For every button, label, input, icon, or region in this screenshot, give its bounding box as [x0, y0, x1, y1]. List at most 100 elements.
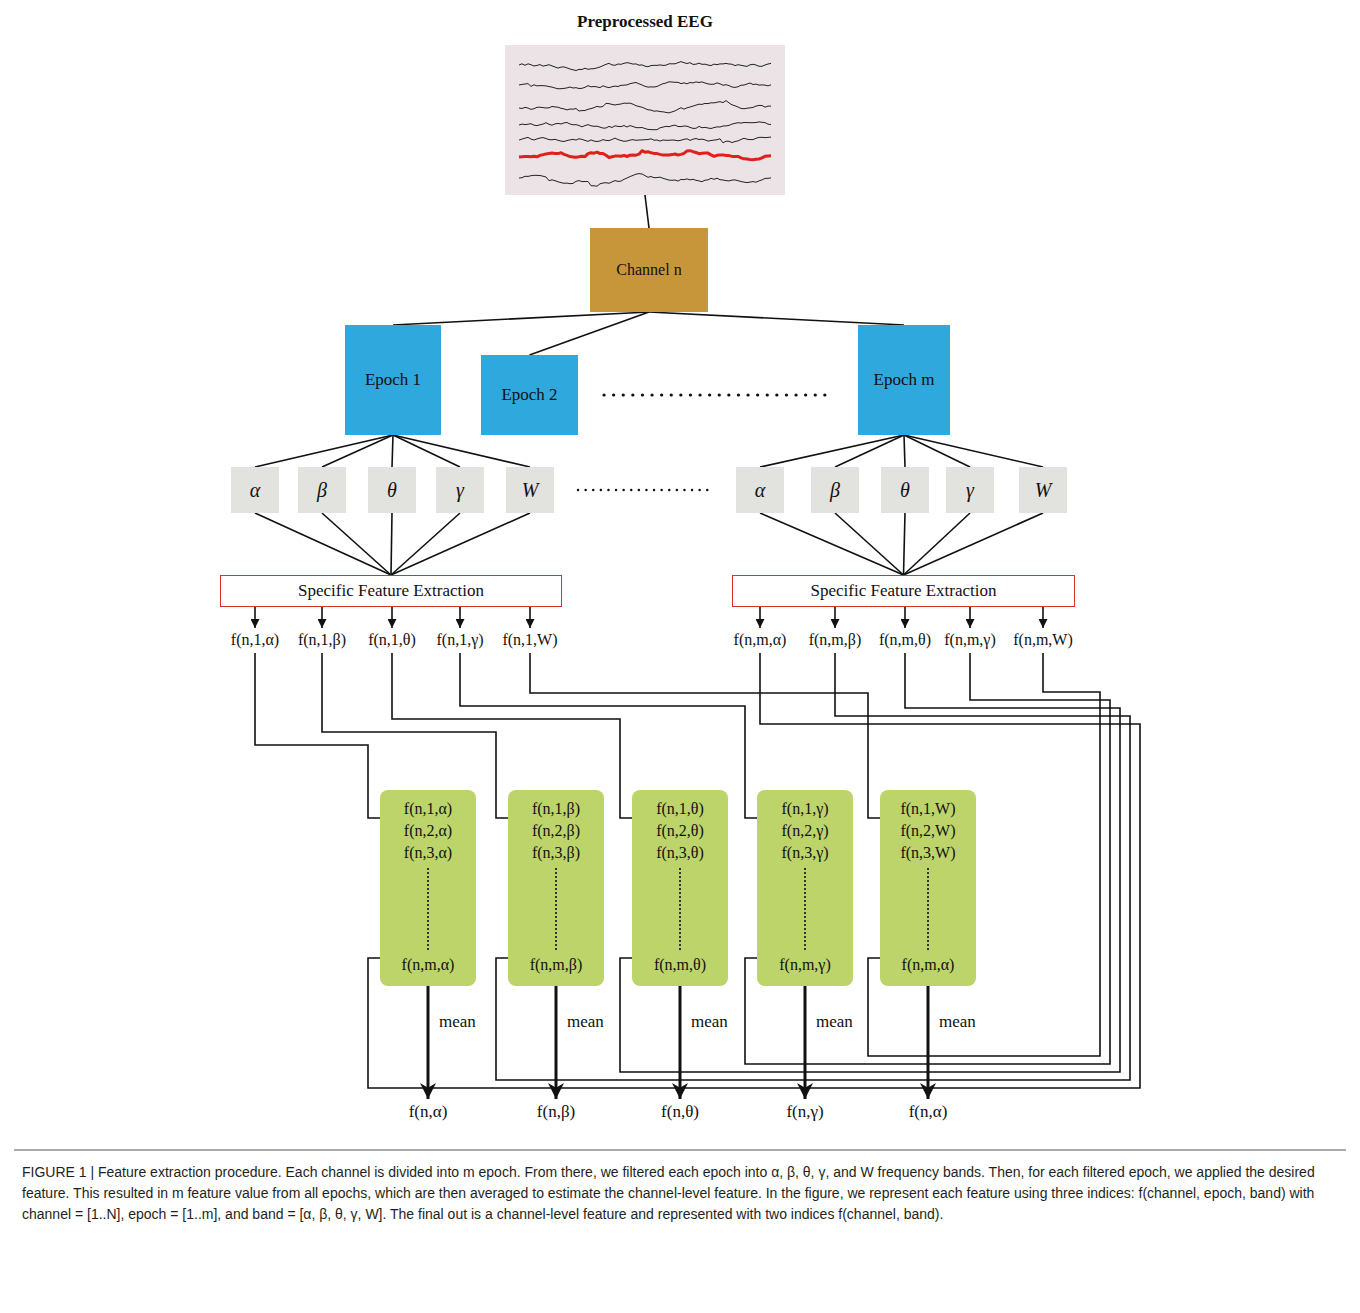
- feature-arrow: [1042, 607, 1044, 628]
- ellipsis-dots: [427, 868, 429, 950]
- feature-entry: f(n,m,γ): [779, 954, 831, 976]
- node-label: Specific Feature Extraction: [298, 581, 484, 601]
- eeg-trace: [519, 82, 771, 89]
- connector: [391, 513, 392, 575]
- connector: [649, 312, 904, 325]
- feature-entry: f(n,2,θ): [656, 820, 704, 842]
- connector: [255, 513, 391, 575]
- eeg-waves: [505, 45, 785, 195]
- operation-label: mean: [439, 1012, 476, 1032]
- band-symbol: β: [317, 479, 327, 502]
- feature-value: f(n,1,W): [502, 630, 557, 650]
- feature-arrow: [321, 607, 323, 628]
- mean-arrow: [427, 986, 430, 1099]
- band-box: α: [231, 467, 279, 513]
- collection-wire: [368, 653, 1140, 1088]
- connector: [760, 513, 904, 575]
- feature-value: f(n,1,α): [231, 630, 279, 650]
- feature-entry: f(n,2,α): [404, 820, 452, 842]
- band-symbol: W: [522, 479, 539, 502]
- feature-value: f(n,m,β): [809, 630, 862, 650]
- mean-arrow: [555, 986, 558, 1099]
- feature-list-box: f(n,1,β)f(n,2,β)f(n,3,β)f(n,m,β): [508, 790, 604, 986]
- feature-entry: f(n,m,α): [902, 954, 955, 976]
- connector: [530, 312, 650, 355]
- feature-entry: f(n,3,α): [404, 842, 452, 864]
- feature-value: f(n,1,γ): [436, 630, 483, 650]
- feature-arrow: [459, 607, 461, 628]
- figure-caption: FIGURE 1 | Feature extraction procedure.…: [22, 1162, 1338, 1225]
- eeg-illustration: [505, 45, 785, 195]
- feature-list-box: f(n,1,α)f(n,2,α)f(n,3,α)f(n,m,α): [380, 790, 476, 986]
- band-symbol: W: [1035, 479, 1052, 502]
- band-box: θ: [368, 467, 416, 513]
- epoch-box: Epoch m: [858, 325, 950, 435]
- feature-entry: f(n,1,γ): [781, 798, 828, 820]
- feature-value: f(n,m,θ): [879, 630, 931, 650]
- feature-arrow: [391, 607, 393, 628]
- mean-arrow: [804, 986, 807, 1099]
- mean-arrow: [679, 986, 682, 1099]
- connector: [645, 195, 649, 228]
- feature-entry: f(n,3,γ): [781, 842, 828, 864]
- mean-arrow: [927, 986, 930, 1099]
- operation-label: mean: [939, 1012, 976, 1032]
- band-symbol: α: [755, 479, 766, 502]
- connector: [322, 513, 391, 575]
- channel-feature-output: f(n,α): [409, 1102, 448, 1122]
- connector: [391, 513, 460, 575]
- ellipsis-dots: [804, 868, 806, 950]
- connector: [760, 435, 904, 467]
- feature-entry: f(n,m,β): [530, 954, 583, 976]
- ellipsis-dots: [555, 868, 557, 950]
- connector: [835, 435, 904, 467]
- figure-heading: Preprocessed EEG: [505, 8, 785, 36]
- ellipsis-dots: [578, 489, 712, 491]
- band-symbol: γ: [966, 479, 974, 502]
- feature-list-box: f(n,1,θ)f(n,2,θ)f(n,3,θ)f(n,m,θ): [632, 790, 728, 986]
- feature-arrow: [969, 607, 971, 628]
- connector: [392, 435, 393, 467]
- ellipsis-dots: [604, 393, 830, 396]
- feature-arrow: [529, 607, 531, 628]
- feature-value: f(n,m,γ): [944, 630, 996, 650]
- band-box: γ: [946, 467, 994, 513]
- feature-extraction-box: Specific Feature Extraction: [732, 575, 1075, 607]
- node-label: Specific Feature Extraction: [811, 581, 997, 601]
- band-box: W: [1019, 467, 1067, 513]
- collection-wire: [496, 653, 1130, 1080]
- feature-entry: f(n,3,β): [532, 842, 580, 864]
- channel-box: Channel n: [590, 228, 708, 312]
- feature-entry: f(n,m,α): [402, 954, 455, 976]
- channel-feature-output: f(n,θ): [661, 1102, 699, 1122]
- connector: [393, 312, 649, 325]
- eeg-trace: [519, 101, 771, 113]
- eeg-signal-figure: Preprocessed EEG: [505, 8, 785, 195]
- feature-entry: f(n,1,W): [900, 798, 955, 820]
- feature-entry: f(n,2,β): [532, 820, 580, 842]
- feature-arrow: [759, 607, 761, 628]
- feature-value: f(n,m,α): [734, 630, 787, 650]
- channel-feature-output: f(n,β): [537, 1102, 575, 1122]
- operation-label: mean: [816, 1012, 853, 1032]
- highlighted-channel-trace: [519, 151, 771, 160]
- band-box: β: [298, 467, 346, 513]
- connector: [904, 513, 906, 575]
- band-box: W: [506, 467, 554, 513]
- connector: [904, 513, 971, 575]
- connector: [904, 435, 905, 467]
- connector: [322, 435, 393, 467]
- operation-label: mean: [691, 1012, 728, 1032]
- node-label: Epoch 1: [365, 370, 421, 390]
- epoch-box: Epoch 2: [481, 355, 578, 435]
- feature-value: f(n,1,θ): [368, 630, 416, 650]
- feature-entry: f(n,1,θ): [656, 798, 704, 820]
- band-box: α: [736, 467, 784, 513]
- band-symbol: β: [830, 479, 840, 502]
- band-symbol: θ: [900, 479, 910, 502]
- band-symbol: α: [250, 479, 261, 502]
- feature-entry: f(n,2,W): [900, 820, 955, 842]
- collection-wire: [620, 653, 1120, 1072]
- band-symbol: θ: [387, 479, 397, 502]
